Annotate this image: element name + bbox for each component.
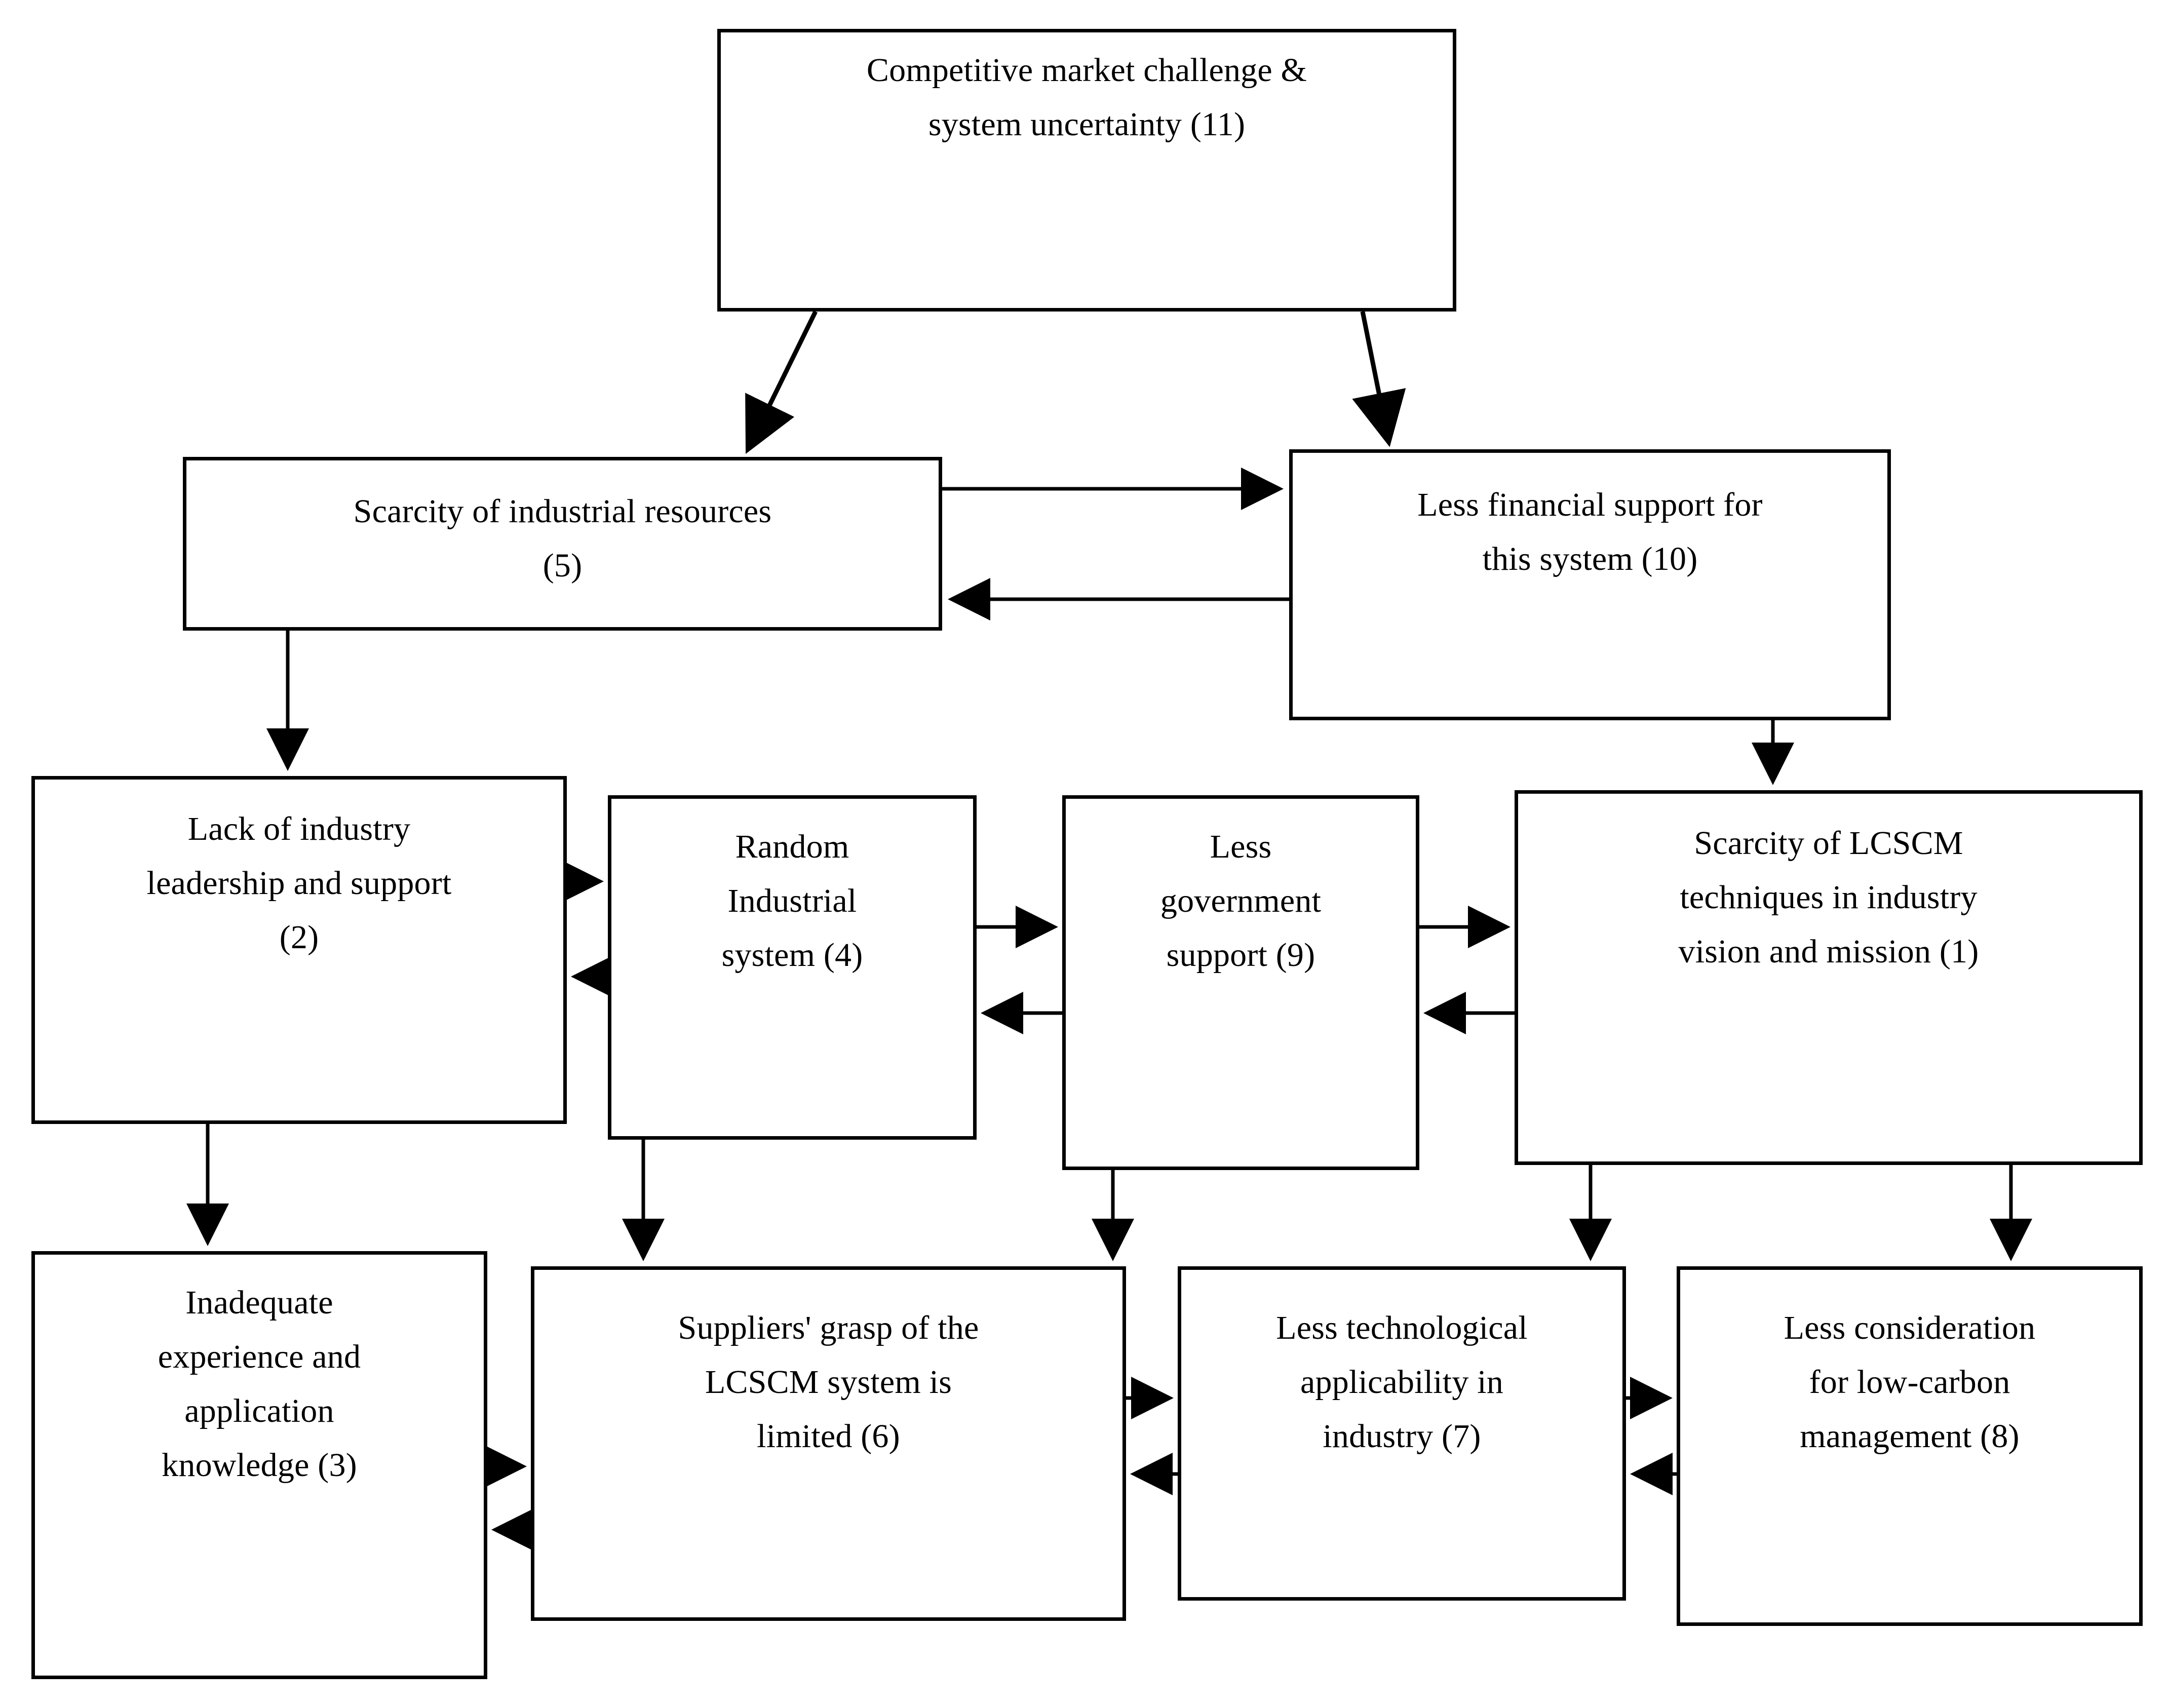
node-label: Inadequate experience and application kn… [158,1284,361,1484]
node-less-financial-support[interactable]: Less financial support for this system (… [1289,449,1891,720]
node-label: Lack of industry leadership and support … [146,810,452,956]
node-label: Competitive market challenge & system un… [866,52,1307,143]
node-lack-of-industry-leadership[interactable]: Lack of industry leadership and support … [31,776,567,1124]
node-suppliers-grasp-limited[interactable]: Suppliers' grasp of the LCSCM system is … [531,1266,1126,1621]
node-less-government-support[interactable]: Less government support (9) [1062,795,1419,1170]
node-label: Suppliers' grasp of the LCSCM system is … [678,1309,979,1455]
node-label: Less government support (9) [1160,828,1322,974]
node-label: Scarcity of LCSCM techniques in industry… [1678,825,1979,970]
node-label: Less consideration for low-carbon manage… [1784,1309,2036,1455]
node-less-technological-applicability[interactable]: Less technological applicability in indu… [1178,1266,1626,1601]
node-label: Less technological applicability in indu… [1276,1309,1528,1455]
node-inadequate-experience[interactable]: Inadequate experience and application kn… [31,1251,487,1679]
node-random-industrial-system[interactable]: Random Industrial system (4) [608,795,977,1140]
node-scarcity-of-lcscm-techniques[interactable]: Scarcity of LCSCM techniques in industry… [1515,790,2143,1165]
node-label: Random Industrial system (4) [721,828,863,974]
node-less-consideration-low-carbon[interactable]: Less consideration for low-carbon manage… [1677,1266,2143,1626]
node-label: Less financial support for this system (… [1417,486,1763,577]
edge-11-to-5 [745,310,818,454]
node-scarcity-of-industrial-resources[interactable]: Scarcity of industrial resources (5) [183,457,942,631]
node-label: Scarcity of industrial resources (5) [353,493,772,584]
edge-11-to-10 [1352,311,1406,447]
node-competitive-market-challenge[interactable]: Competitive market challenge & system un… [717,29,1456,312]
